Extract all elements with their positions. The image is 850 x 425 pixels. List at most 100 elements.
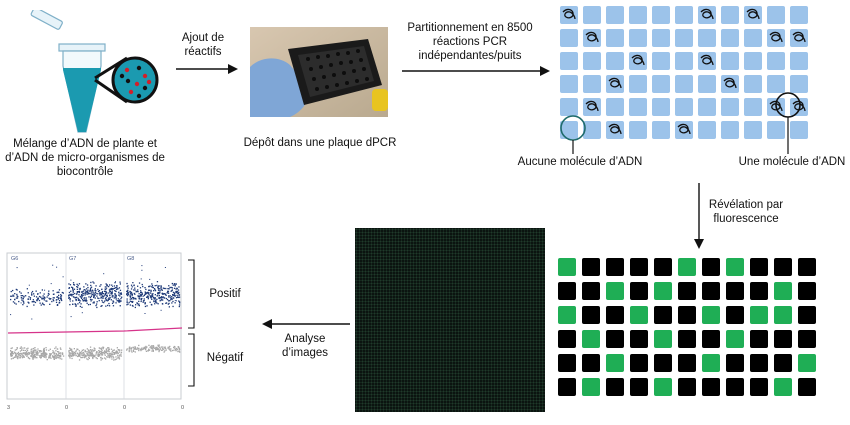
partition-well	[560, 6, 578, 24]
positive-droplet	[45, 300, 47, 302]
negative-droplet	[91, 349, 93, 351]
negative-droplet	[167, 347, 169, 349]
positive-droplet	[141, 283, 143, 286]
positive-droplet	[68, 297, 70, 299]
fluorescence-well	[558, 354, 576, 372]
positive-droplet	[41, 298, 43, 300]
fluorescence-well	[606, 378, 624, 396]
positive-droplet	[156, 295, 158, 297]
fluorescence-well	[798, 330, 816, 348]
positive-droplet	[114, 290, 116, 292]
negative-droplet	[69, 352, 71, 354]
fluorescence-well	[678, 306, 696, 324]
negative-droplet	[113, 352, 115, 354]
negative-droplet	[26, 349, 29, 351]
fluorescence-well	[558, 258, 576, 276]
negative-droplet	[39, 356, 41, 358]
positive-droplet	[162, 287, 164, 289]
negative-droplet	[31, 353, 33, 356]
negative-droplet	[145, 347, 147, 349]
negative-droplet	[118, 358, 121, 360]
fluorescence-well	[582, 378, 600, 396]
positive-droplet	[21, 299, 23, 301]
positive-droplet	[162, 296, 165, 298]
positive-droplet	[49, 303, 51, 305]
x-tick-label: 3	[7, 405, 10, 411]
positive-droplet	[150, 295, 152, 297]
positive-droplet	[38, 295, 41, 298]
positive-droplet	[167, 292, 169, 294]
negative-droplet	[165, 347, 167, 350]
negative-droplet	[21, 357, 24, 359]
fluorescence-well	[798, 354, 816, 372]
positive-droplet	[119, 289, 122, 291]
positive-droplet	[52, 290, 54, 292]
positive-droplet	[76, 286, 78, 288]
positive-droplet	[135, 304, 137, 306]
positive-droplet	[176, 294, 178, 296]
positive-droplet	[92, 281, 94, 283]
positive-droplet	[167, 292, 170, 294]
partition-well	[560, 121, 578, 139]
negative-droplet	[99, 347, 101, 350]
positive-droplet	[149, 278, 151, 280]
positive-droplet	[94, 288, 96, 290]
positive-droplet	[96, 306, 98, 309]
negative-droplet	[119, 354, 121, 356]
negative-droplet	[106, 350, 108, 352]
positive-droplet	[134, 298, 136, 300]
positive-droplet	[60, 295, 62, 298]
positive-droplet	[38, 299, 41, 302]
negative-droplet	[151, 345, 153, 347]
fluorescence-well	[558, 282, 576, 300]
positive-droplet	[145, 292, 147, 294]
positive-droplet	[175, 300, 177, 302]
negative-droplet	[108, 356, 111, 358]
positive-droplet	[151, 298, 153, 300]
positive-droplet	[154, 297, 156, 299]
negative-droplet	[97, 352, 99, 354]
positive-droplet	[133, 289, 135, 291]
negative-droplet	[73, 354, 75, 356]
negative-droplet	[113, 353, 116, 355]
negative-droplet	[37, 348, 39, 350]
negative-droplet	[35, 353, 37, 355]
negative-droplet	[152, 345, 155, 347]
positive-droplet	[140, 278, 142, 280]
arrow2-label: Partitionnement en 8500 réactions PCR in…	[407, 22, 533, 62]
positive-droplet	[98, 300, 100, 302]
negative-droplet	[177, 350, 179, 353]
positive-droplet	[166, 292, 168, 294]
negative-droplet	[95, 352, 97, 354]
negative-droplet	[21, 353, 23, 355]
positive-droplet	[178, 304, 181, 306]
negative-droplet	[32, 358, 34, 360]
positive-droplet	[105, 294, 107, 297]
negative-droplet	[25, 352, 28, 354]
positive-droplet	[110, 288, 112, 290]
negative-droplet	[88, 355, 91, 357]
fluorescence-well	[798, 282, 816, 300]
negative-droplet	[62, 355, 65, 357]
positive-droplet	[97, 290, 100, 293]
positive-droplet	[152, 297, 154, 298]
arrow-down-icon	[694, 183, 704, 249]
positive-droplet	[85, 299, 87, 301]
positive-droplet	[86, 290, 88, 292]
positive-droplet	[87, 286, 89, 289]
partition-well	[721, 52, 739, 70]
positive-droplet	[116, 300, 118, 302]
positive-droplet	[166, 299, 169, 301]
dna-mixture-magnifier-icon	[111, 56, 159, 104]
arrow-right-icon	[176, 64, 238, 74]
positive-droplet	[167, 303, 169, 305]
positive-droplet	[153, 300, 155, 302]
partition-well	[767, 52, 785, 70]
negative-droplet	[43, 355, 46, 357]
negative-droplet	[69, 356, 71, 358]
positive-droplet	[144, 302, 146, 305]
partition-well	[698, 29, 716, 47]
positive-droplet	[129, 295, 131, 297]
positive-droplet	[114, 282, 116, 284]
positive-droplet	[20, 292, 22, 294]
